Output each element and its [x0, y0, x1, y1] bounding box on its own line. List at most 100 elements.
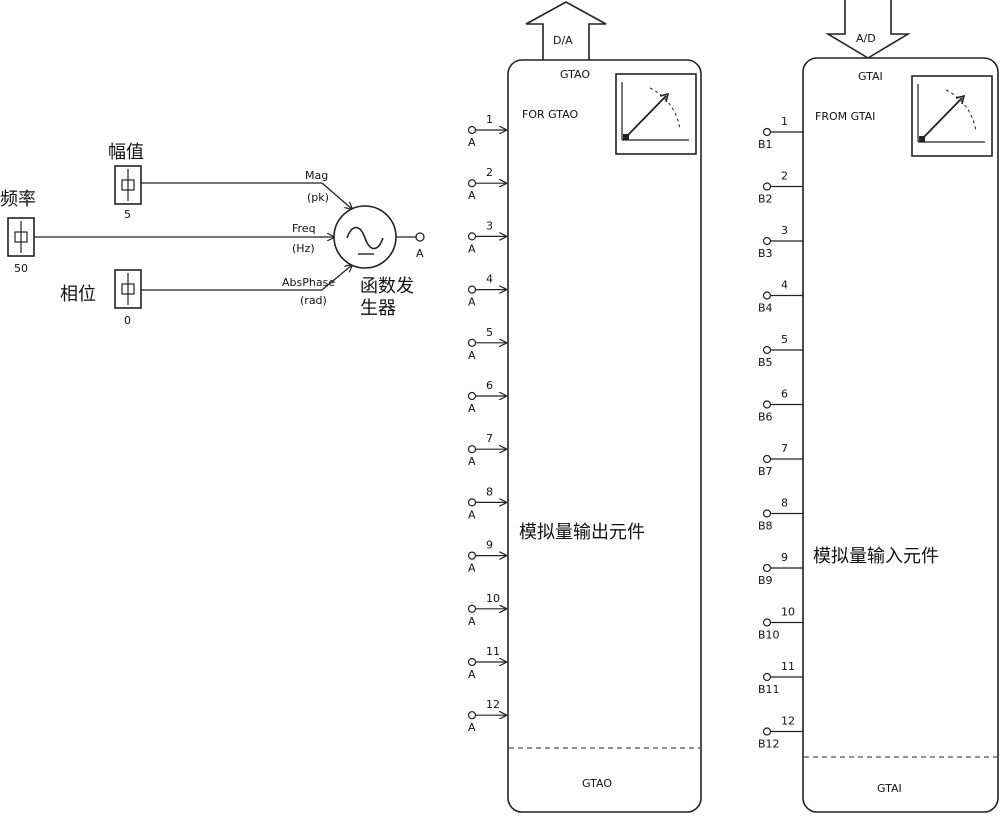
port-label: A	[468, 189, 476, 202]
port-terminal[interactable]	[467, 551, 477, 560]
port[interactable]: 11A	[467, 645, 506, 681]
port-terminal[interactable]	[467, 285, 477, 294]
port-number: 8	[486, 485, 493, 498]
port-terminal[interactable]	[467, 711, 477, 720]
port-label: A	[468, 668, 476, 681]
port-number: 6	[781, 388, 788, 401]
port-terminal[interactable]	[467, 125, 477, 135]
port[interactable]: 12A	[467, 698, 506, 734]
port-terminal[interactable]	[762, 127, 772, 137]
port-label: B10	[758, 629, 780, 642]
magnitude-label: 幅值	[108, 142, 144, 163]
port-terminal[interactable]	[467, 179, 477, 188]
port-terminal[interactable]	[467, 498, 477, 507]
gtao-footer: GTAO	[582, 777, 612, 790]
gtai-caption: 模拟量输入元件	[813, 546, 939, 567]
magnitude-wire[interactable]	[141, 182, 352, 209]
port-number: 8	[781, 497, 788, 510]
port[interactable]: 2A	[467, 166, 506, 202]
port-terminal[interactable]	[762, 509, 772, 518]
phase-label: 相位	[60, 284, 96, 305]
fg-label-line2: 生器	[360, 298, 396, 319]
port-terminal[interactable]	[762, 236, 772, 246]
gtao-body[interactable]	[507, 59, 702, 813]
port[interactable]: 4A	[467, 273, 506, 309]
port[interactable]: 8A	[467, 485, 506, 521]
gtao-subtitle: FOR GTAO	[522, 108, 578, 121]
port-terminal[interactable]	[467, 338, 477, 347]
port-label: A	[468, 242, 476, 255]
port-label: B6	[758, 411, 773, 424]
phase-wire[interactable]	[141, 265, 352, 291]
port-number: 5	[486, 326, 493, 339]
gtai-block[interactable]: A/D GTAI FROM GTAI 模拟量输入元件 GTAI 1B12B23B…	[758, 0, 999, 813]
port-terminal[interactable]	[762, 563, 772, 573]
port-terminal[interactable]	[467, 232, 477, 241]
port-terminal[interactable]	[467, 445, 477, 454]
port-label: B4	[758, 302, 773, 315]
fg-output-terminal[interactable]	[415, 232, 425, 242]
port-terminal[interactable]	[762, 618, 772, 627]
gtao-caption: 模拟量输出元件	[519, 522, 645, 543]
slider-thumb[interactable]	[121, 283, 135, 295]
port[interactable]: 7B7	[758, 442, 803, 478]
port-terminal[interactable]	[762, 727, 772, 736]
magnitude-value: 5	[124, 208, 131, 221]
port-terminal[interactable]	[762, 454, 772, 464]
port[interactable]: 5A	[467, 326, 506, 362]
port-number: 11	[781, 660, 795, 673]
port[interactable]: 2B2	[758, 170, 803, 206]
port-label: B1	[758, 138, 773, 151]
port-label: A	[468, 615, 476, 628]
da-up-arrow-icon	[525, 1, 607, 60]
port-label: B11	[758, 683, 780, 696]
port-number: 6	[486, 379, 493, 392]
port[interactable]: 1A	[467, 113, 506, 149]
port-terminal[interactable]	[762, 345, 772, 355]
port[interactable]: 9A	[467, 539, 506, 575]
slider-thumb[interactable]	[121, 179, 135, 191]
port-terminal[interactable]	[467, 391, 477, 401]
port-number: 9	[486, 539, 493, 552]
port-terminal[interactable]	[762, 291, 772, 300]
slider-thumb[interactable]	[14, 231, 28, 243]
port[interactable]: 7A	[467, 432, 506, 468]
port[interactable]: 5B5	[758, 333, 803, 369]
port[interactable]: 10A	[467, 592, 506, 628]
gtai-body[interactable]	[802, 57, 999, 813]
port[interactable]: 6B6	[758, 388, 803, 424]
port-terminal[interactable]	[762, 400, 772, 409]
port-label: A	[468, 455, 476, 468]
port[interactable]: 4B4	[758, 279, 803, 315]
phase-source[interactable]: 相位 0	[60, 269, 142, 327]
port-number: 4	[781, 279, 788, 292]
port-label: B9	[758, 574, 773, 587]
port-terminal[interactable]	[467, 657, 477, 667]
port-terminal[interactable]	[467, 604, 477, 613]
port[interactable]: 9B9	[758, 551, 803, 587]
gtai-footer: GTAI	[877, 782, 902, 795]
phase-value: 0	[124, 314, 131, 327]
fg-input-freq-name: Freq	[292, 222, 316, 235]
port-number: 10	[486, 592, 500, 605]
port-number: 12	[486, 698, 500, 711]
port-terminal[interactable]	[762, 672, 772, 682]
port-terminal[interactable]	[762, 182, 772, 191]
magnitude-source[interactable]: 幅值 5	[108, 142, 144, 221]
gtao-block[interactable]: D/A GTAO FOR GTAO 模拟量输出元件 GTAO 1A2A3A4A5…	[467, 1, 702, 813]
port-number: 2	[486, 166, 493, 179]
port[interactable]: 6A	[467, 379, 506, 415]
port-number: 9	[781, 551, 788, 564]
function-generator[interactable]: A 函数发 生器	[333, 205, 425, 319]
port[interactable]: 1B1	[758, 115, 803, 151]
port[interactable]: 3A	[467, 219, 506, 255]
port[interactable]: 8B8	[758, 497, 803, 533]
port-number: 11	[486, 645, 500, 658]
frequency-source[interactable]: 频率 50	[0, 189, 36, 275]
port[interactable]: 3B3	[758, 224, 803, 260]
